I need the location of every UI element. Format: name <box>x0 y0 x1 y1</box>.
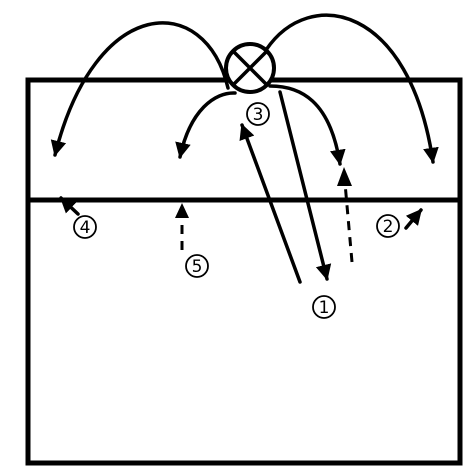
ball-icon <box>224 42 276 94</box>
dashed-arrow-player-2 <box>343 182 354 263</box>
dashed-arrowhead-player-2 <box>337 167 352 186</box>
court-outline <box>25 77 463 466</box>
svg-text:2: 2 <box>383 217 394 237</box>
run-arrow-to-back <box>278 90 332 281</box>
dashed-arrowhead-player-5 <box>175 203 189 218</box>
player-marker-4: 4 <box>73 215 97 239</box>
pass-arrow-left-long <box>50 21 230 157</box>
svg-text:3: 3 <box>253 105 264 125</box>
run-arrow-to-net <box>239 123 302 284</box>
svg-text:4: 4 <box>80 218 91 238</box>
svg-text:1: 1 <box>319 298 330 318</box>
svg-text:5: 5 <box>192 257 203 277</box>
arrow-player-4 <box>59 196 80 216</box>
arrow-player-2 <box>404 208 423 230</box>
pass-arrow-left-short <box>175 91 237 159</box>
pass-arrow-right-long <box>264 13 439 164</box>
pass-arrow-right-short <box>268 84 346 166</box>
player-marker-3: 3 <box>246 102 270 126</box>
player-marker-2: 2 <box>376 214 400 238</box>
player-marker-5: 5 <box>185 254 209 278</box>
player-marker-1: 1 <box>312 295 336 319</box>
